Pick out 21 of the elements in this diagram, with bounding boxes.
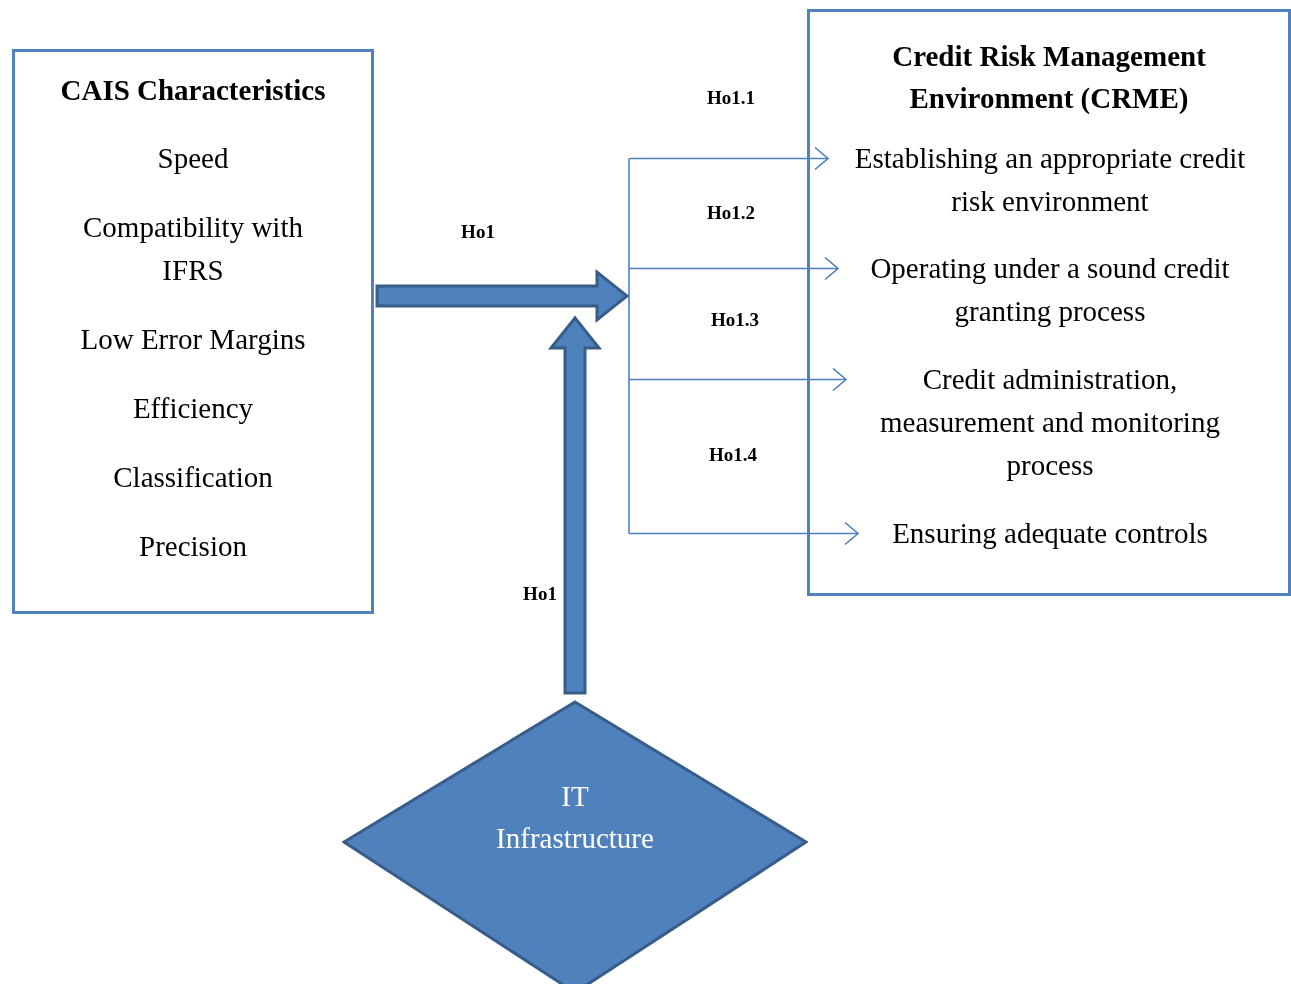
characteristic-item: Compatibility with IFRS: [82, 210, 304, 288]
block-arrow: [547, 315, 603, 695]
diamond-label: IT Infrastructure: [495, 779, 655, 856]
framework-box: [12, 49, 374, 614]
arrow: [628, 367, 847, 392]
box-title: CAIS Characteristics: [59, 73, 327, 108]
framework-box: [807, 9, 1291, 596]
arrow: [628, 521, 859, 546]
environment-item: Credit administration, measurement and monitoring process: [848, 358, 1252, 487]
environment-item: Establishing an appropriate credit risk environment: [830, 137, 1270, 223]
characteristic-item: Classification: [112, 460, 274, 495]
environment-item: Operating under a sound credit granting process: [840, 247, 1260, 333]
characteristic-item: Low Error Margins: [79, 322, 307, 357]
characteristic-item: Precision: [138, 529, 248, 564]
box-title: Credit Risk Management Environment (CRME): [891, 39, 1207, 116]
characteristic-item: Efficiency: [131, 391, 255, 426]
arrow: [628, 256, 839, 281]
environment-item: Ensuring adequate controls: [860, 512, 1240, 555]
arrow: [628, 146, 829, 171]
block-arrow: [375, 268, 630, 324]
characteristic-item: Speed: [156, 141, 230, 176]
